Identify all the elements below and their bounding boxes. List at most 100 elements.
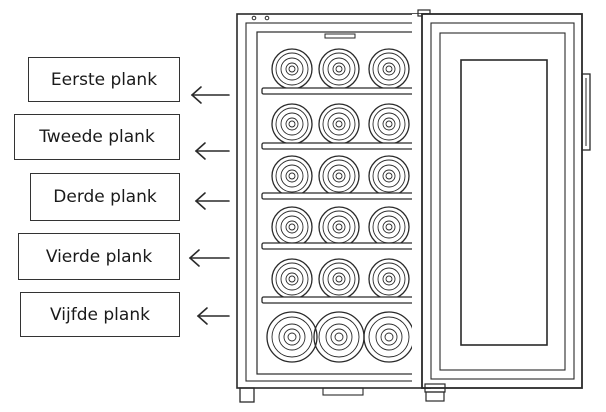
bottle-ring	[382, 62, 396, 76]
shelf-4	[261, 242, 419, 250]
bottle	[368, 48, 410, 90]
label-shelf-5: Vijfde plank	[20, 292, 180, 337]
bottle-ring	[327, 164, 351, 188]
bottle-ring	[285, 272, 299, 286]
bottle	[363, 311, 415, 363]
bottle-base	[318, 48, 360, 90]
door-foot	[425, 391, 445, 402]
bottle-ring	[372, 262, 406, 296]
bottle-ring	[385, 223, 393, 231]
bottle-base	[368, 258, 410, 300]
label-shelf-1: Eerste plank	[28, 57, 180, 102]
bottle-ring	[285, 62, 299, 76]
bottle	[318, 258, 360, 300]
screw-right	[264, 15, 270, 21]
bottle-ring	[330, 328, 348, 346]
bottle-ring	[271, 316, 313, 358]
door-frame	[421, 13, 583, 389]
bottle-base	[368, 103, 410, 145]
bottle	[271, 206, 313, 248]
bottle-ring	[335, 120, 343, 128]
bottle-base	[368, 48, 410, 90]
bottle-ring	[283, 328, 301, 346]
bottle-ring	[377, 164, 401, 188]
bottle-ring	[384, 332, 394, 342]
bottle-ring	[372, 107, 406, 141]
bottle-base	[363, 311, 415, 363]
bottle	[318, 103, 360, 145]
bottle-ring	[335, 275, 343, 283]
bottle-base	[271, 48, 313, 90]
bottle-ring	[385, 172, 393, 180]
bottle-ring	[325, 323, 353, 351]
foot-left	[239, 387, 255, 403]
arrows	[188, 86, 230, 325]
bottle-base	[271, 155, 313, 197]
bottle-ring	[385, 120, 393, 128]
door-handle[interactable]	[581, 73, 591, 151]
bottle-base	[368, 155, 410, 197]
bottle-ring	[275, 262, 309, 296]
bottle-base	[271, 258, 313, 300]
bottle	[368, 155, 410, 197]
bottle	[271, 103, 313, 145]
arrow-shelf-2	[194, 142, 230, 160]
bottle-base	[318, 103, 360, 145]
screw-left	[251, 15, 257, 21]
bottle-ring	[332, 220, 346, 234]
bottle	[266, 311, 318, 363]
bottle-base	[318, 258, 360, 300]
shelf-5	[261, 296, 419, 304]
bottle-ring	[377, 57, 401, 81]
bottle	[318, 48, 360, 90]
bottle-ring	[382, 169, 396, 183]
bottle-ring	[322, 52, 356, 86]
bottle-ring	[285, 117, 299, 131]
bottle-base	[271, 206, 313, 248]
bottle-ring	[372, 159, 406, 193]
bottle-ring	[318, 316, 360, 358]
bottle-ring	[375, 323, 403, 351]
bottle-base	[271, 103, 313, 145]
arrow-shelf-4	[188, 249, 230, 267]
bottle	[271, 155, 313, 197]
bottle-ring	[335, 223, 343, 231]
bottle	[368, 258, 410, 300]
bottle-ring	[280, 267, 304, 291]
bottle-ring	[327, 267, 351, 291]
bottle-ring	[275, 52, 309, 86]
arrow-shelf-5	[196, 307, 230, 325]
bottle-ring	[335, 172, 343, 180]
bottle-ring	[377, 112, 401, 136]
bottle	[271, 48, 313, 90]
bottle-ring	[334, 332, 344, 342]
bottle	[368, 103, 410, 145]
bottle-ring	[332, 117, 346, 131]
shelf-2	[261, 142, 419, 150]
door-glass-pane	[460, 59, 548, 346]
bottle-ring	[285, 220, 299, 234]
bottle-ring	[327, 57, 351, 81]
bottle-ring	[322, 262, 356, 296]
arrow-shelf-1	[190, 86, 230, 104]
bottle-ring	[327, 215, 351, 239]
cabinet-base	[239, 387, 364, 403]
bottle-ring	[288, 120, 296, 128]
bottle-ring	[278, 323, 306, 351]
bottle-ring	[382, 220, 396, 234]
bottle-ring	[280, 215, 304, 239]
bottle-ring	[368, 316, 410, 358]
bottle-ring	[322, 159, 356, 193]
top-light	[324, 33, 356, 39]
label-shelf-3: Derde plank	[30, 173, 180, 221]
bottle-ring	[288, 275, 296, 283]
bottle-ring	[280, 57, 304, 81]
bottle	[318, 155, 360, 197]
bottle-ring	[377, 215, 401, 239]
bottle-ring	[288, 65, 296, 73]
bottle-ring	[332, 169, 346, 183]
bottle-base	[266, 311, 318, 363]
glass-door	[412, 9, 591, 402]
bottle	[318, 206, 360, 248]
